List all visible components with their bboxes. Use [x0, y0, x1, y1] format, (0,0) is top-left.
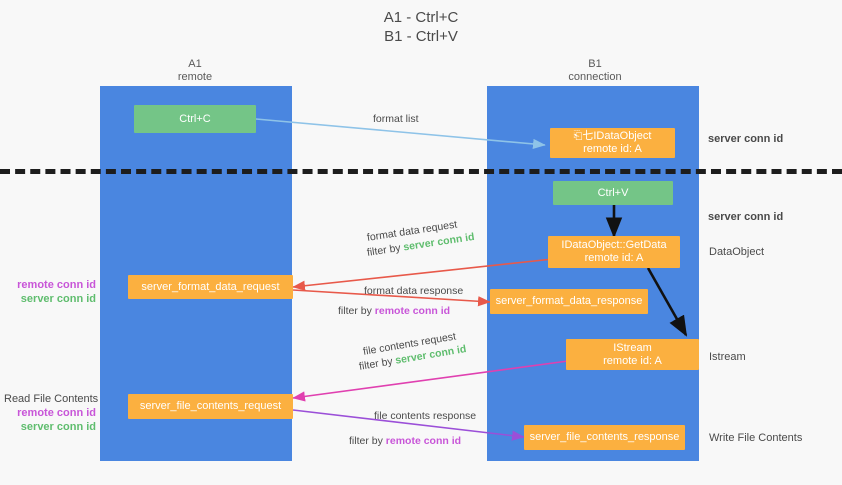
annotation-read-file-contents: Read File Contents: [4, 393, 99, 405]
node-getdata-line1: IDataObject::GetData: [561, 239, 667, 251]
node-server-format-data-request[interactable]: server_format_data_request: [128, 275, 293, 299]
node-ctrl-c-label: Ctrl+C: [179, 112, 211, 125]
edge-label-file-contents-response-filter: filter by remote conn id: [349, 434, 461, 448]
filter-value-remote-conn-id: remote conn id: [385, 435, 462, 447]
edge-label-format-data-response: format data response: [364, 285, 464, 297]
filter-prefix: filter by: [366, 241, 405, 259]
filter-prefix: filter by: [349, 435, 386, 447]
edge-label-format-data-response-filter: filter by remote conn id: [338, 304, 450, 318]
annotation-server-conn-id: server conn id: [20, 293, 96, 305]
annotation-server-conn-id: server conn id: [20, 421, 96, 433]
edge-label-file-contents-response: file contents response: [374, 410, 477, 422]
phase-divider: [0, 169, 842, 174]
node-idataobject[interactable]: ⎗七IDataObject remote id: A: [550, 128, 675, 158]
node-istream[interactable]: IStream remote id: A: [566, 339, 699, 370]
annotation-remote-conn-id: remote conn id: [17, 407, 96, 419]
annotation-server-conn-id-top: server conn id: [708, 133, 784, 145]
node-server-file-contents-response-label: server_file_contents_response: [529, 431, 680, 443]
node-idataobject-getdata[interactable]: IDataObject::GetData remote id: A: [548, 236, 680, 268]
lane-header-a1: A1 remote: [130, 58, 260, 84]
node-server-file-contents-request[interactable]: server_file_contents_request: [128, 394, 293, 419]
title-line-2: B1 - Ctrl+V: [384, 28, 458, 45]
lane-a1-role: remote: [177, 71, 213, 83]
annotation-server-conn-id-mid: server conn id: [708, 211, 784, 223]
annotation-remote-conn-id: remote conn id: [17, 279, 96, 291]
annotation-istream: Istream: [709, 351, 746, 363]
filter-prefix: filter by: [338, 305, 375, 317]
node-server-file-contents-response[interactable]: server_file_contents_response: [524, 425, 685, 450]
node-istream-line1: IStream: [613, 341, 652, 354]
node-ctrl-c[interactable]: Ctrl+C: [134, 105, 256, 133]
title-line-1: A1 - Ctrl+C: [383, 9, 459, 26]
node-istream-line2: remote id: A: [603, 354, 662, 367]
filter-value-remote-conn-id: remote conn id: [374, 305, 451, 317]
lane-header-b1: B1 connection: [530, 58, 660, 84]
lane-a1-name: A1: [188, 58, 202, 70]
lane-b1-role: connection: [568, 71, 622, 83]
lane-b1-name: B1: [588, 58, 602, 70]
node-idataobject-line1: ⎗七IDataObject: [573, 130, 652, 142]
node-server-format-data-request-label: server_format_data_request: [141, 280, 280, 293]
annotation-format-data-conn-ids: remote conn id server conn id: [10, 278, 96, 306]
node-getdata-line2: remote id: A: [584, 252, 644, 264]
node-ctrl-v[interactable]: Ctrl+V: [553, 181, 673, 205]
node-server-format-data-response[interactable]: server_format_data_response: [490, 289, 648, 314]
node-server-format-data-response-label: server_format_data_response: [495, 295, 643, 307]
annotation-dataobject: DataObject: [709, 246, 765, 258]
annotation-write-file-contents: Write File Contents: [709, 432, 803, 444]
node-server-file-contents-request-label: server_file_contents_request: [139, 400, 282, 412]
edge-label-format-list: format list: [373, 113, 419, 125]
node-ctrl-v-label: Ctrl+V: [597, 186, 629, 199]
diagram-title: A1 - Ctrl+C B1 - Ctrl+V: [0, 8, 842, 46]
annotation-read-file-contents-group: Read File Contents remote conn id server…: [4, 392, 99, 434]
node-idataobject-line2: remote id: A: [583, 143, 642, 155]
